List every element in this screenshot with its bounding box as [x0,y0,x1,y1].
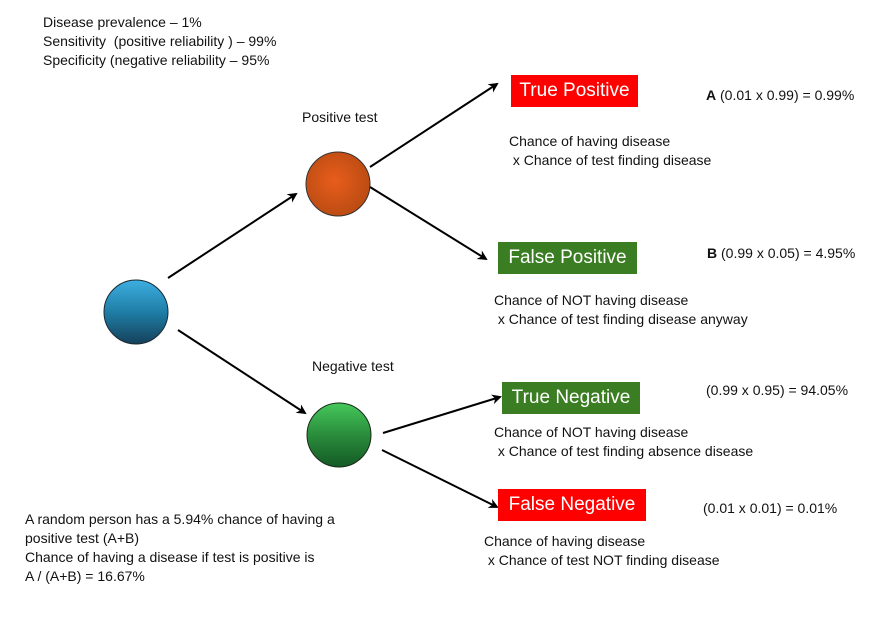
positive-test-label: Positive test [302,109,378,125]
summary-line1: A random person has a 5.94% chance of ha… [25,511,335,527]
summary-line3: Chance of having a disease if test is po… [25,549,315,565]
summary-line2: positive test (A+B) [25,530,139,546]
arrow-negative-to-false-negative [381,449,499,508]
false-negative-explanation-line1: Chance of having disease [484,533,646,549]
assumption-sensitivity: Sensitivity (positive reliability ) – 99… [43,33,277,49]
true-positive-badge: True Positive [511,75,638,107]
formula-value: (0.99 x 0.05) = 4.95% [717,245,856,261]
false-positive-explanation-line1: Chance of NOT having disease [494,292,689,308]
true-positive-explanation-line2: x Chance of test finding disease [509,152,712,168]
formula-label-b: B [707,245,718,261]
arrow-positive-to-false-positive [369,186,488,261]
arrow-positive-to-true-positive [369,82,499,168]
false-positive-explanation-line2: x Chance of test finding disease anyway [494,311,748,327]
arrow-negative-to-true-negative [382,394,502,434]
true-negative-explanation-line1: Chance of NOT having disease [494,424,689,440]
false-negative-badge: False Negative [498,489,646,521]
false-positive-badge: False Positive [498,242,637,274]
true-positive-formula: A (0.01 x 0.99) = 0.99% [706,86,854,105]
root-node [103,279,169,345]
true-positive-explanation-line1: Chance of having disease [509,133,671,149]
arrow-root-to-negative [177,329,307,415]
formula-value: (0.01 x 0.99) = 0.99% [716,87,855,103]
negative-test-node [306,402,372,468]
summary-line4: A / (A+B) = 16.67% [25,568,145,584]
negative-test-label: Negative test [312,358,394,374]
true-negative-badge: True Negative [502,382,640,414]
true-negative-explanation-line2: x Chance of test finding absence disease [494,443,754,459]
formula-label-a: A [706,87,717,103]
false-negative-formula: (0.01 x 0.01) = 0.01% [703,500,838,516]
assumption-prevalence: Disease prevalence – 1% [43,14,202,30]
assumption-specificity: Specificity (negative reliability – 95% [43,52,270,68]
arrow-root-to-positive [167,192,298,279]
false-positive-formula: B (0.99 x 0.05) = 4.95% [707,244,855,263]
false-negative-explanation-line2: x Chance of test NOT finding disease [484,552,720,568]
positive-test-node [305,151,371,217]
true-negative-formula: (0.99 x 0.95) = 94.05% [706,382,849,398]
